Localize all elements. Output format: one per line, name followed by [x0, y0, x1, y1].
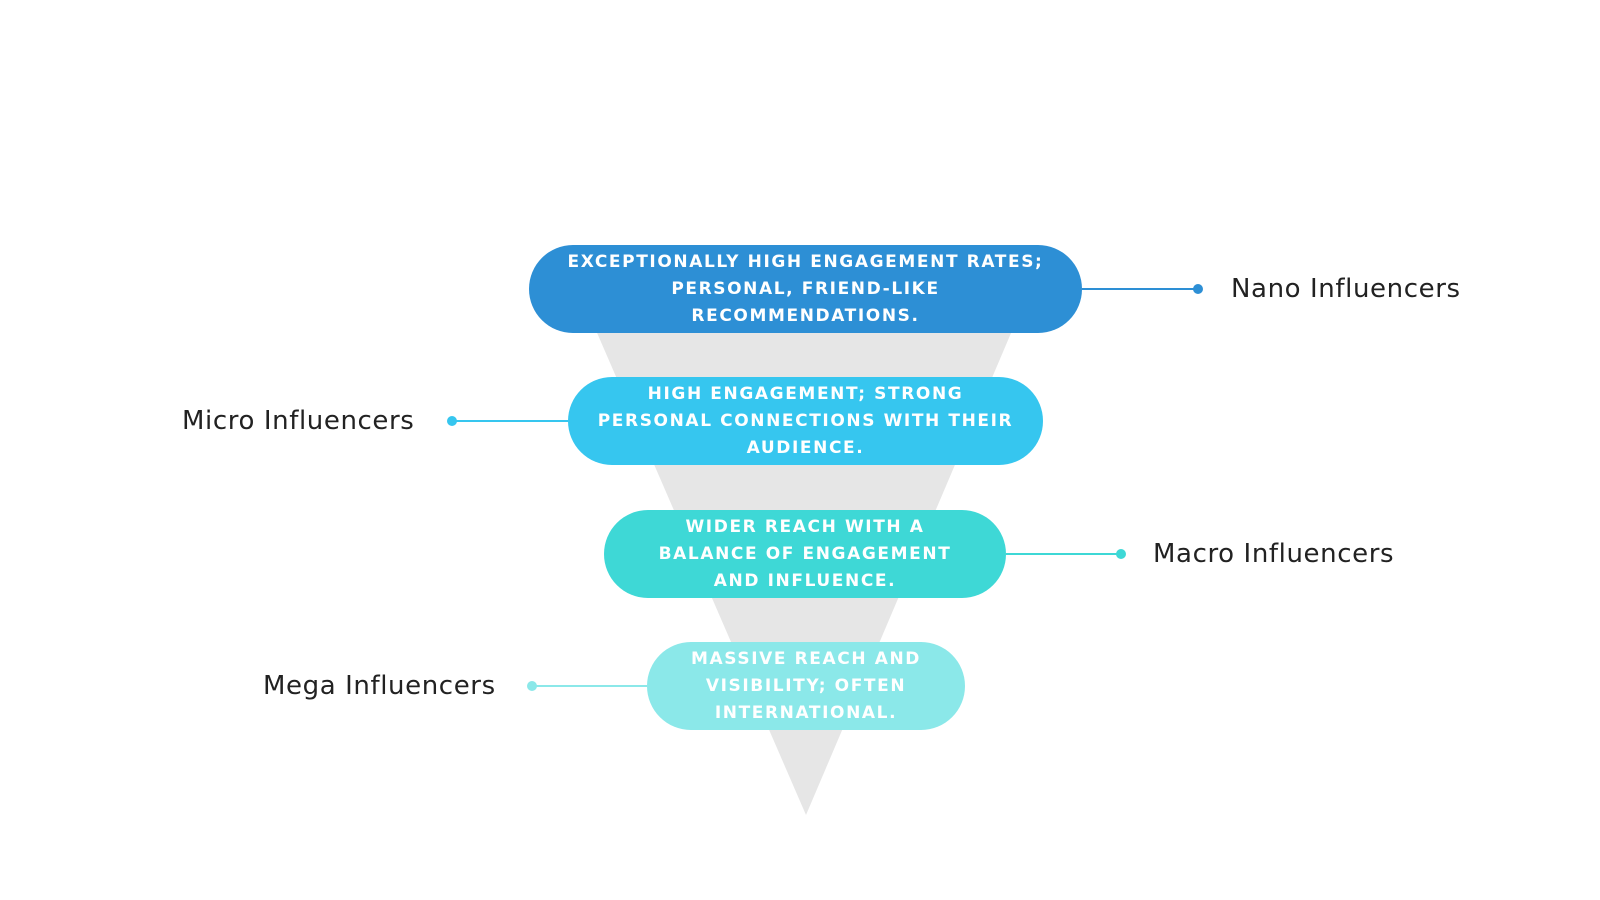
tier-label-mega: Mega Influencers: [263, 671, 496, 701]
tier-description-nano: EXCEPTIONALLY HIGH ENGAGEMENT RATES; PER…: [567, 251, 1044, 326]
connector-nano: [1082, 284, 1203, 294]
connector-micro: [447, 416, 568, 426]
tier-pill-micro: HIGH ENGAGEMENT; STRONG PERSONAL CONNECT…: [568, 377, 1043, 465]
tier-label-macro: Macro Influencers: [1153, 539, 1395, 569]
tier-pill-mega: MASSIVE REACH AND VISIBILITY; OFTEN INTE…: [647, 642, 965, 730]
connector-macro: [1006, 549, 1126, 559]
tier-label-micro: Micro Influencers: [182, 406, 415, 436]
tier-label-nano: Nano Influencers: [1231, 274, 1461, 304]
tier-pill-macro: WIDER REACH WITH A BALANCE OF ENGAGEMENT…: [604, 510, 1006, 598]
tier-description-mega: MASSIVE REACH AND VISIBILITY; OFTEN INTE…: [691, 648, 921, 723]
connector-mega: [527, 681, 647, 691]
tier-description-micro: HIGH ENGAGEMENT; STRONG PERSONAL CONNECT…: [597, 383, 1014, 458]
tier-description-macro: WIDER REACH WITH A BALANCE OF ENGAGEMENT…: [658, 516, 952, 591]
tier-pill-nano: EXCEPTIONALLY HIGH ENGAGEMENT RATES; PER…: [529, 245, 1082, 333]
